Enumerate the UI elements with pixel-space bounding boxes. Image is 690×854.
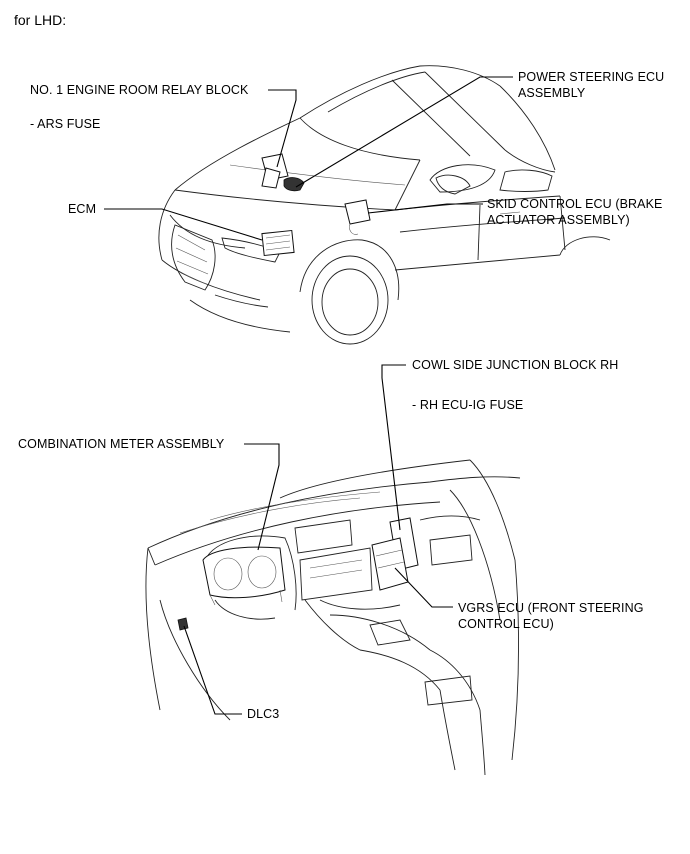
car-illustration: [158, 65, 611, 345]
label-relay-block: NO. 1 ENGINE ROOM RELAY BLOCK: [30, 83, 249, 97]
label-power-steering-ecu-line1: POWER STEERING ECU: [518, 70, 665, 84]
label-ecm: ECM: [68, 202, 97, 216]
combination-meter-part: [202, 546, 286, 599]
dlc3-part: [177, 617, 189, 631]
label-vgrs-ecu-line2: CONTROL ECU): [458, 617, 554, 631]
label-cowl-junction-block: COWL SIDE JUNCTION BLOCK RH: [412, 358, 619, 372]
label-ars-fuse: - ARS FUSE: [30, 117, 101, 131]
skid-control-ecu-part: [344, 199, 371, 225]
label-rh-ecu-ig-fuse: - RH ECU-IG FUSE: [412, 398, 524, 412]
dashboard-illustration: [145, 459, 521, 776]
label-dlc3: DLC3: [247, 707, 280, 721]
page-heading: for LHD:: [14, 12, 67, 28]
label-combination-meter: COMBINATION METER ASSEMBLY: [18, 437, 225, 451]
leader-lines: [104, 76, 513, 715]
label-vgrs-ecu-line1: VGRS ECU (FRONT STEERING: [458, 601, 644, 615]
ecm-part: [261, 229, 295, 257]
label-skid-control-ecu-line2: ACTUATOR ASSEMBLY): [487, 213, 630, 227]
power-steering-ecu-part: [283, 177, 305, 192]
label-skid-control-ecu-line1: SKID CONTROL ECU (BRAKE: [487, 197, 663, 211]
label-power-steering-ecu-line2: ASSEMBLY: [518, 86, 586, 100]
